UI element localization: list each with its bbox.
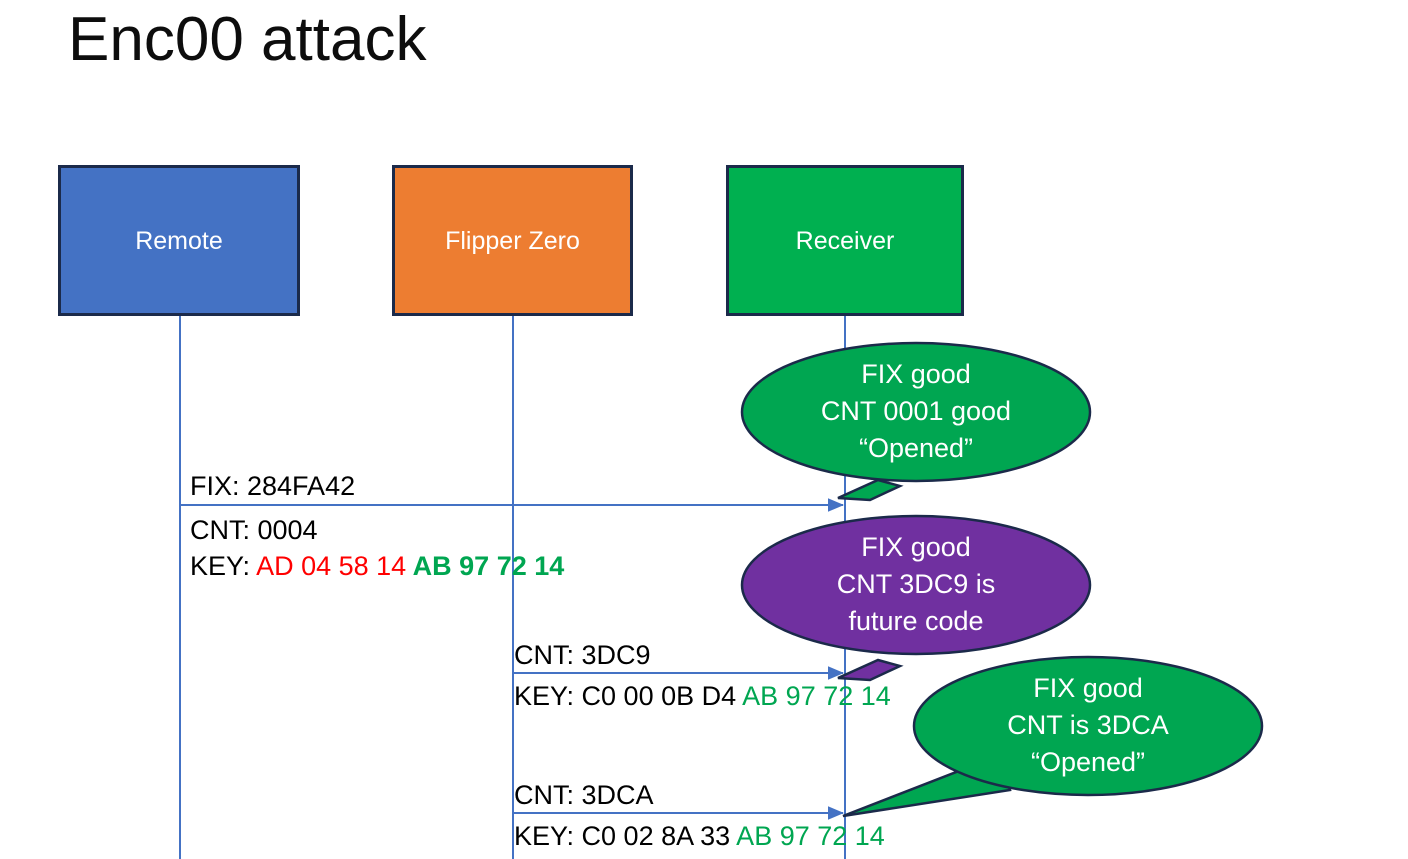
- msg2-line2: KEY: C0 00 0B D4 AB 97 72 14: [514, 678, 891, 714]
- actor-box-receiver[interactable]: Receiver: [726, 165, 964, 316]
- callout-bubble-3: [842, 655, 1264, 818]
- msg2-key-green: AB 97 72 14: [736, 681, 891, 711]
- actor-label-receiver: Receiver: [795, 226, 895, 255]
- msg2-key-prefix: KEY: C0 00 0B D4: [514, 681, 737, 711]
- page-title: Enc00 attack: [68, 5, 427, 74]
- msg3-line2: KEY: C0 02 8A 33 AB 97 72 14: [514, 818, 885, 854]
- msg1-key-red: AD 04 58 14: [256, 551, 407, 581]
- msg1-line3: KEY: AD 04 58 14 AB 97 72 14: [190, 548, 564, 584]
- actor-box-flipper[interactable]: Flipper Zero: [392, 165, 633, 316]
- actor-label-remote: Remote: [135, 226, 223, 255]
- msg3-key-prefix: KEY: C0 02 8A 33: [514, 821, 731, 851]
- msg1-key-prefix: KEY:: [190, 551, 257, 581]
- msg1-key-green: AB 97 72 14: [406, 551, 565, 581]
- msg3-line1: CNT: 3DCA: [514, 780, 654, 810]
- callout-bubble-2: [740, 514, 1092, 682]
- msg1-line1: FIX: 284FA42: [190, 471, 356, 501]
- msg3-key-green: AB 97 72 14: [730, 821, 885, 851]
- msg2-line1: CNT: 3DC9: [514, 640, 651, 670]
- actor-box-remote[interactable]: Remote: [58, 165, 300, 316]
- msg1-line2: CNT: 0004: [190, 515, 318, 545]
- callout-bubble-1: [740, 341, 1092, 502]
- actor-label-flipper: Flipper Zero: [445, 226, 580, 255]
